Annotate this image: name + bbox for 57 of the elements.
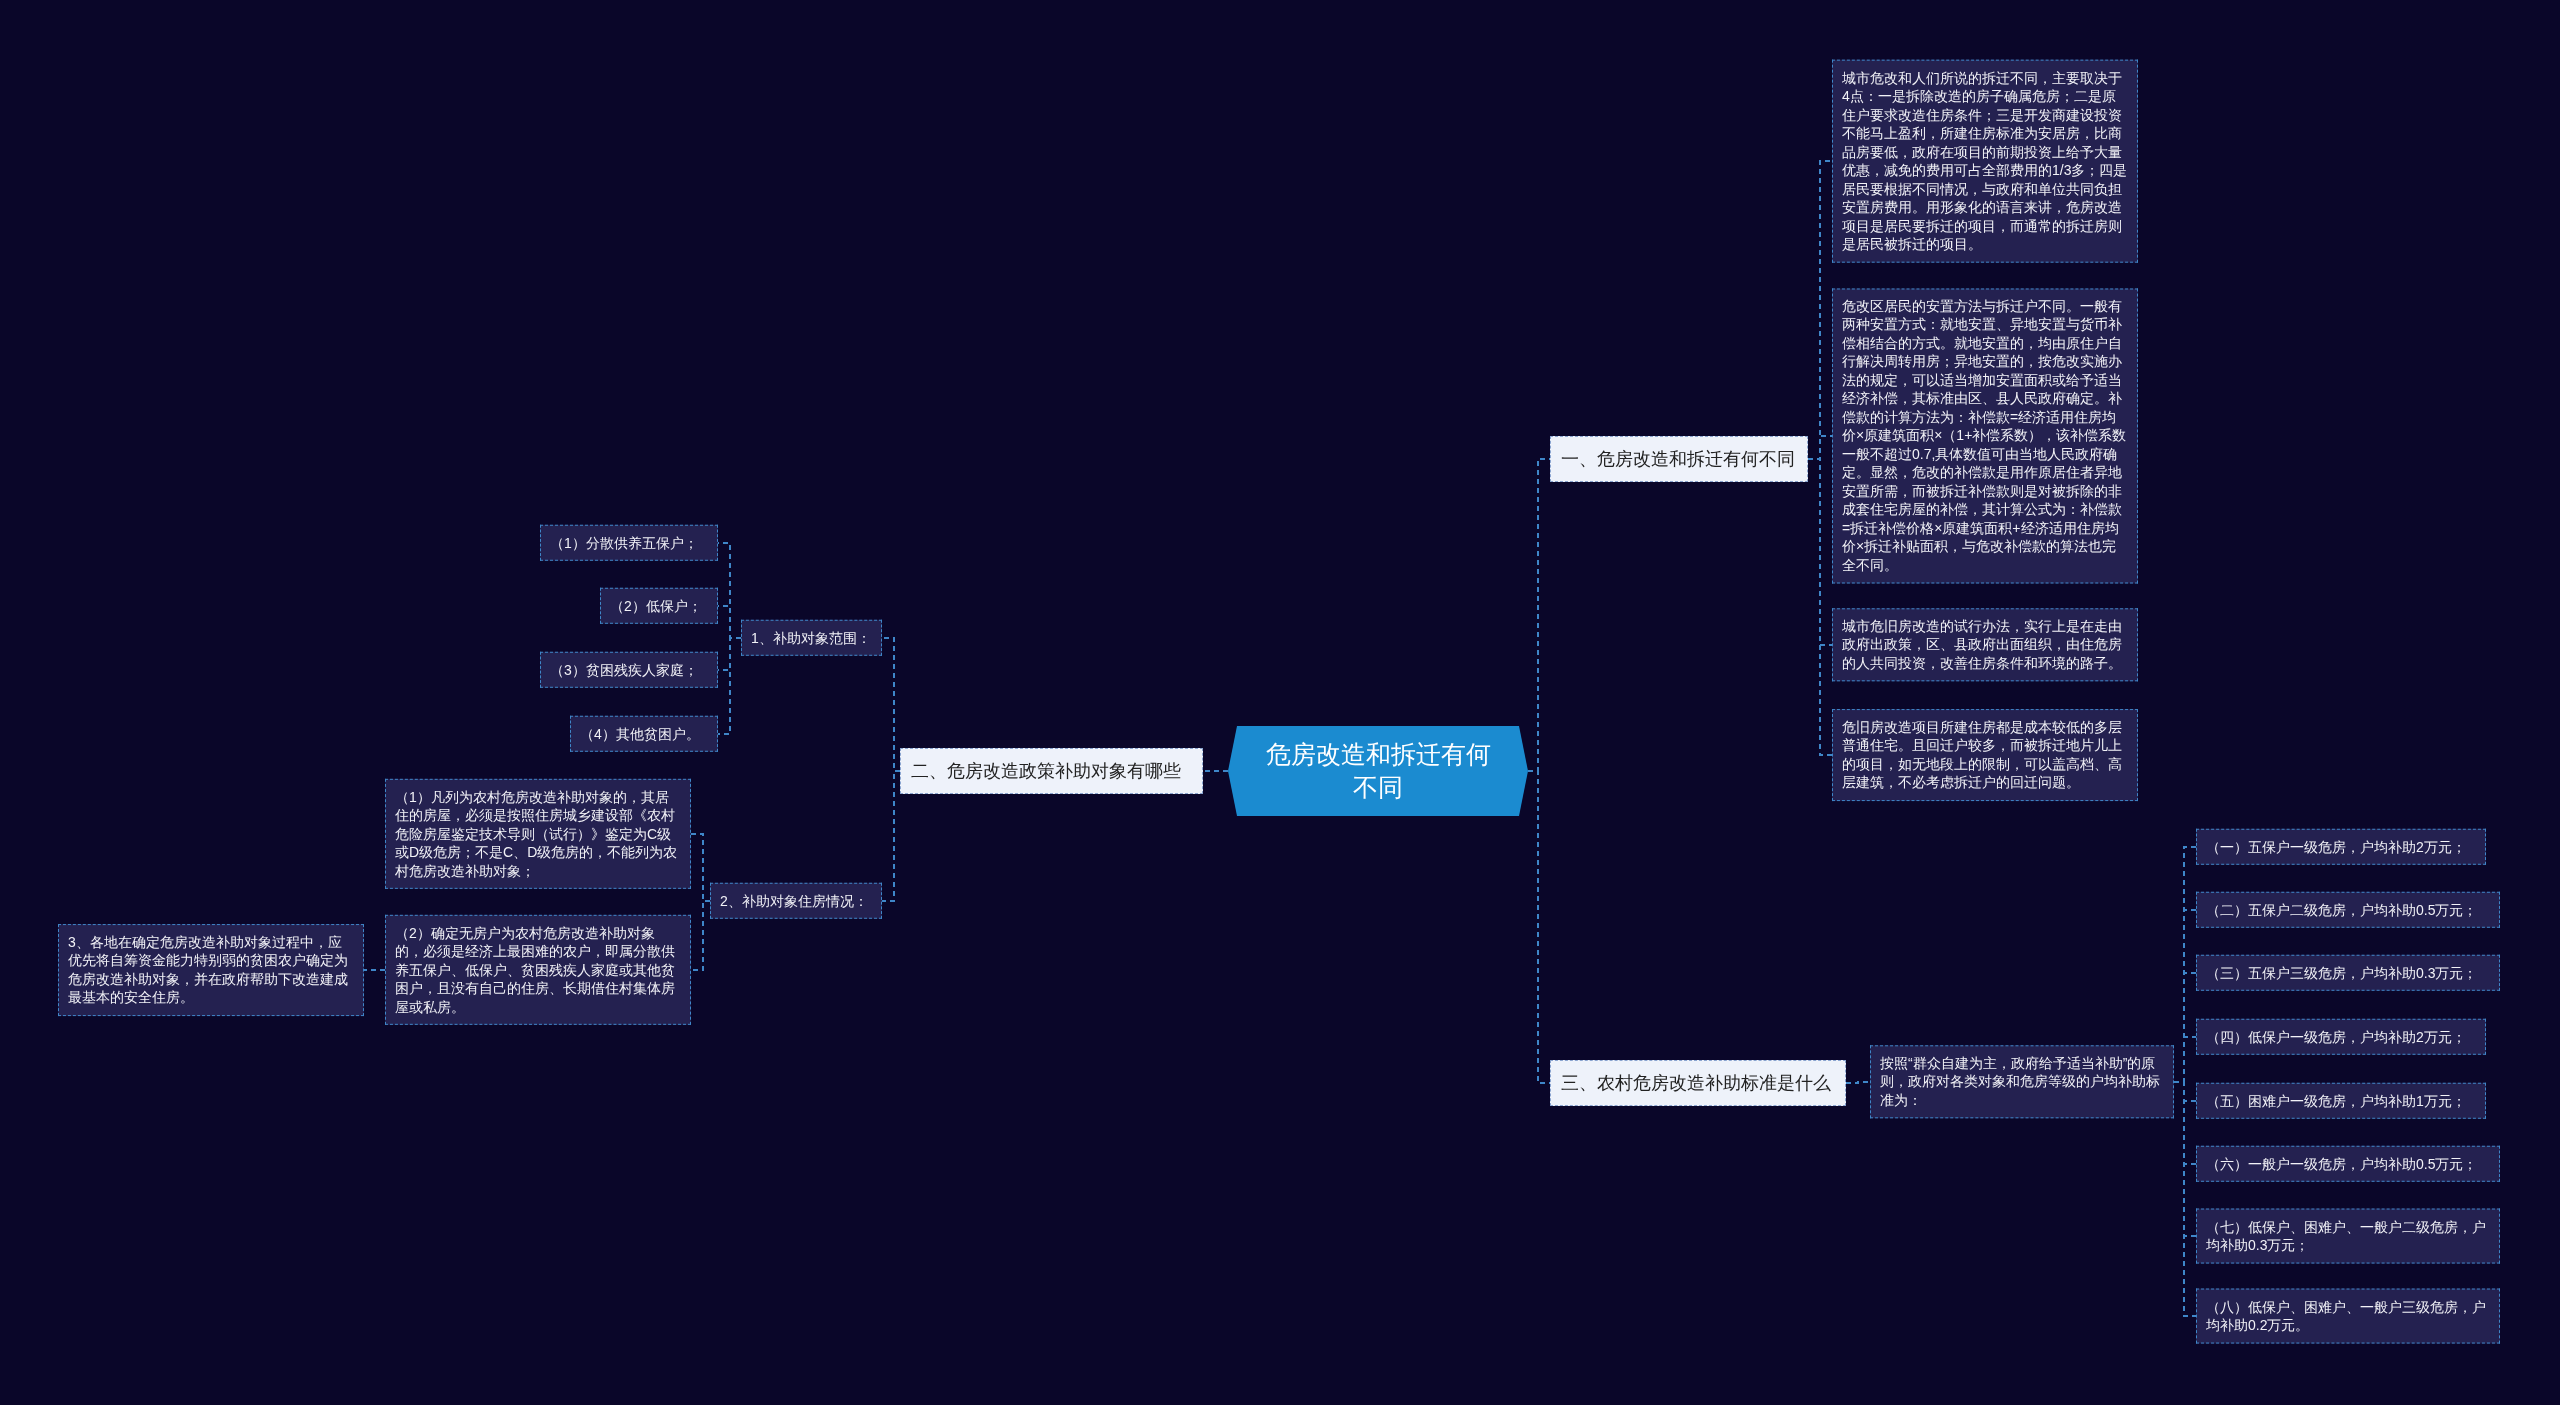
subtopic-text: （六）一般户一级危房，户均补助0.5万元；	[2206, 1154, 2479, 1174]
topic-box	[900, 748, 1203, 794]
subtopic-box	[2196, 891, 2500, 929]
subtopic-text: （五）困难户一级危房，户均补助1万元；	[2206, 1091, 2467, 1111]
subtopic-text: （4）其他贫困户。	[580, 724, 701, 744]
connector-line	[2173, 1081, 2197, 1317]
subtopic-text: 3、各地在确定危房改造补助对象过程中，应优先将自筹资金能力特别弱的贫困农户确定为危房改造补助对象，并在政府帮助下改造建成最基本的安全住房。	[68, 933, 349, 1007]
subtopic-box	[2196, 954, 2500, 992]
subtopic-text: （2）确定无房户为农村危房改造补助对象的，必须是经济上最困难的农户，即属分散供养五保户、低保户、贫困残疾人家庭或其他贫困户，且没有自己的住房、长期借住村集体房屋或私房。	[395, 923, 676, 1017]
connector-line	[1202, 770, 1229, 772]
topic-text: 一、危房改造和拆迁有何不同	[1561, 448, 1796, 471]
subtopic-box	[1870, 1045, 2174, 1119]
subtopic-text: 城市危旧房改造的试行办法，实行上是在走由政府出政策，区、县政府出面组织，由住危房的人共同投资，改善住房条件和环境的路子。	[1842, 617, 2123, 673]
subtopic-text: （三）五保户三级危房，户均补助0.3万元；	[2206, 963, 2479, 983]
subtopic-box	[2196, 1208, 2500, 1264]
subtopic-text: 2、补助对象住房情况：	[720, 891, 869, 911]
subtopic-box	[540, 651, 718, 689]
connector-line	[690, 900, 711, 971]
subtopic-text: （七）低保户、困难户、一般户二级危房，户均补助0.3万元；	[2206, 1217, 2487, 1255]
subtopic-box	[2196, 1082, 2486, 1120]
subtopic-box	[2196, 1145, 2500, 1183]
subtopic-box	[600, 587, 718, 625]
subtopic-text: （3）贫困残疾人家庭；	[550, 660, 699, 680]
subtopic-text: （2）低保户；	[610, 596, 703, 616]
subtopic-text: 1、补助对象范围：	[751, 628, 872, 648]
central-topic-text: 危房改造和拆迁有何不同	[1264, 739, 1492, 803]
connector-line	[1807, 458, 1833, 756]
subtopic-box	[385, 778, 691, 890]
connector-line	[717, 637, 742, 735]
subtopic-text: 危旧房改造项目所建住房都是成本较低的多层普通住宅。且回迁户较多，而被拆迁地片儿上的项目，如无地段上的限制，可以盖高档、高层建筑，不必考虑拆迁户的回迁问题。	[1842, 718, 2123, 792]
topic-text: 三、农村危房改造补助标准是什么	[1561, 1072, 1832, 1095]
subtopic-text: 城市危改和人们所说的拆迁不同，主要取决于4点：一是拆除改造的房子确属危房；二是原住户要求改造住房条件；三是开发商建设投资不能马上盈利，所建住房标准为安居房，比商品房要低，政府在项目的前期投资上给予大量优惠，减免的费用可占全部费用的1/3多；四是居民要根据不同情况，与政府和单位共同负担安置房费用。用形象化的语言来讲，危房改造项目是居民要拆迁的项目，而通常的拆迁房则是居民被拆迁的项目。	[1842, 68, 2128, 254]
subtopic-box	[58, 924, 364, 1016]
subtopic-text: （四）低保户一级危房，户均补助2万元；	[2206, 1027, 2467, 1047]
connector-line	[881, 770, 901, 902]
subtopic-text: （1）凡列为农村危房改造补助对象的，其居住的房屋，必须是按照住房城乡建设部《农村危险房屋鉴定技术导则（试行）》鉴定为C级或D级危房；不是C、D级危房的，不能列为农村危房改造补助对象；	[395, 787, 679, 881]
subtopic-box	[1832, 709, 2138, 801]
subtopic-text: （一）五保户一级危房，户均补助2万元；	[2206, 837, 2467, 857]
subtopic-box	[385, 914, 691, 1026]
connector-line	[363, 969, 386, 971]
subtopic-box	[741, 619, 882, 657]
connector-line	[1845, 1081, 1871, 1084]
topic-box	[1550, 1060, 1846, 1106]
subtopic-box	[2196, 1288, 2500, 1344]
subtopic-box	[2196, 1018, 2486, 1056]
subtopic-box	[710, 882, 882, 920]
subtopic-text: 危改区居民的安置方法与拆迁户不同。一般有两种安置方式：就地安置、异地安置与货币补偿相结合的方式。就地安置的，均由原住户自行解决周转用房；异地安置的，按危改实施办法的规定，可以适当增加安置面积或给予适当经济补偿，其标准由区、县人民政府确定。补偿款的计算方法为：补偿款=经济适用住房均价×原建筑面积×（1+补偿系数），该补偿系数一般不超过0.7,具体数值可由当地人民政府确定。显然，危改的补偿款是用作原居住者异地安置所需，而被拆迁补偿款则是对被拆除的非成套住宅房屋的补偿，其计算公式为：补偿款=拆迁补偿价格×原建筑面积+经济适用住房均价×拆迁补贴面积，与危改补偿款的算法也完全不同。	[1842, 297, 2128, 575]
subtopic-text: 按照“群众自建为主，政府给予适当补助”的原则，政府对各类对象和危房等级的户均补助标准为：	[1880, 1054, 2161, 1110]
subtopic-box	[1832, 608, 2138, 682]
subtopic-box	[540, 524, 718, 562]
topic-box	[1550, 436, 1808, 482]
topic-text: 二、危房改造政策补助对象有哪些	[911, 760, 1182, 783]
subtopic-text: （八）低保户、困难户、一般户三级危房，户均补助0.2万元。	[2206, 1297, 2487, 1335]
subtopic-text: （二）五保户二级危房，户均补助0.5万元；	[2206, 900, 2479, 920]
subtopic-box	[570, 715, 718, 753]
subtopic-box	[2196, 828, 2486, 866]
subtopic-text: （1）分散供养五保户；	[550, 533, 699, 553]
